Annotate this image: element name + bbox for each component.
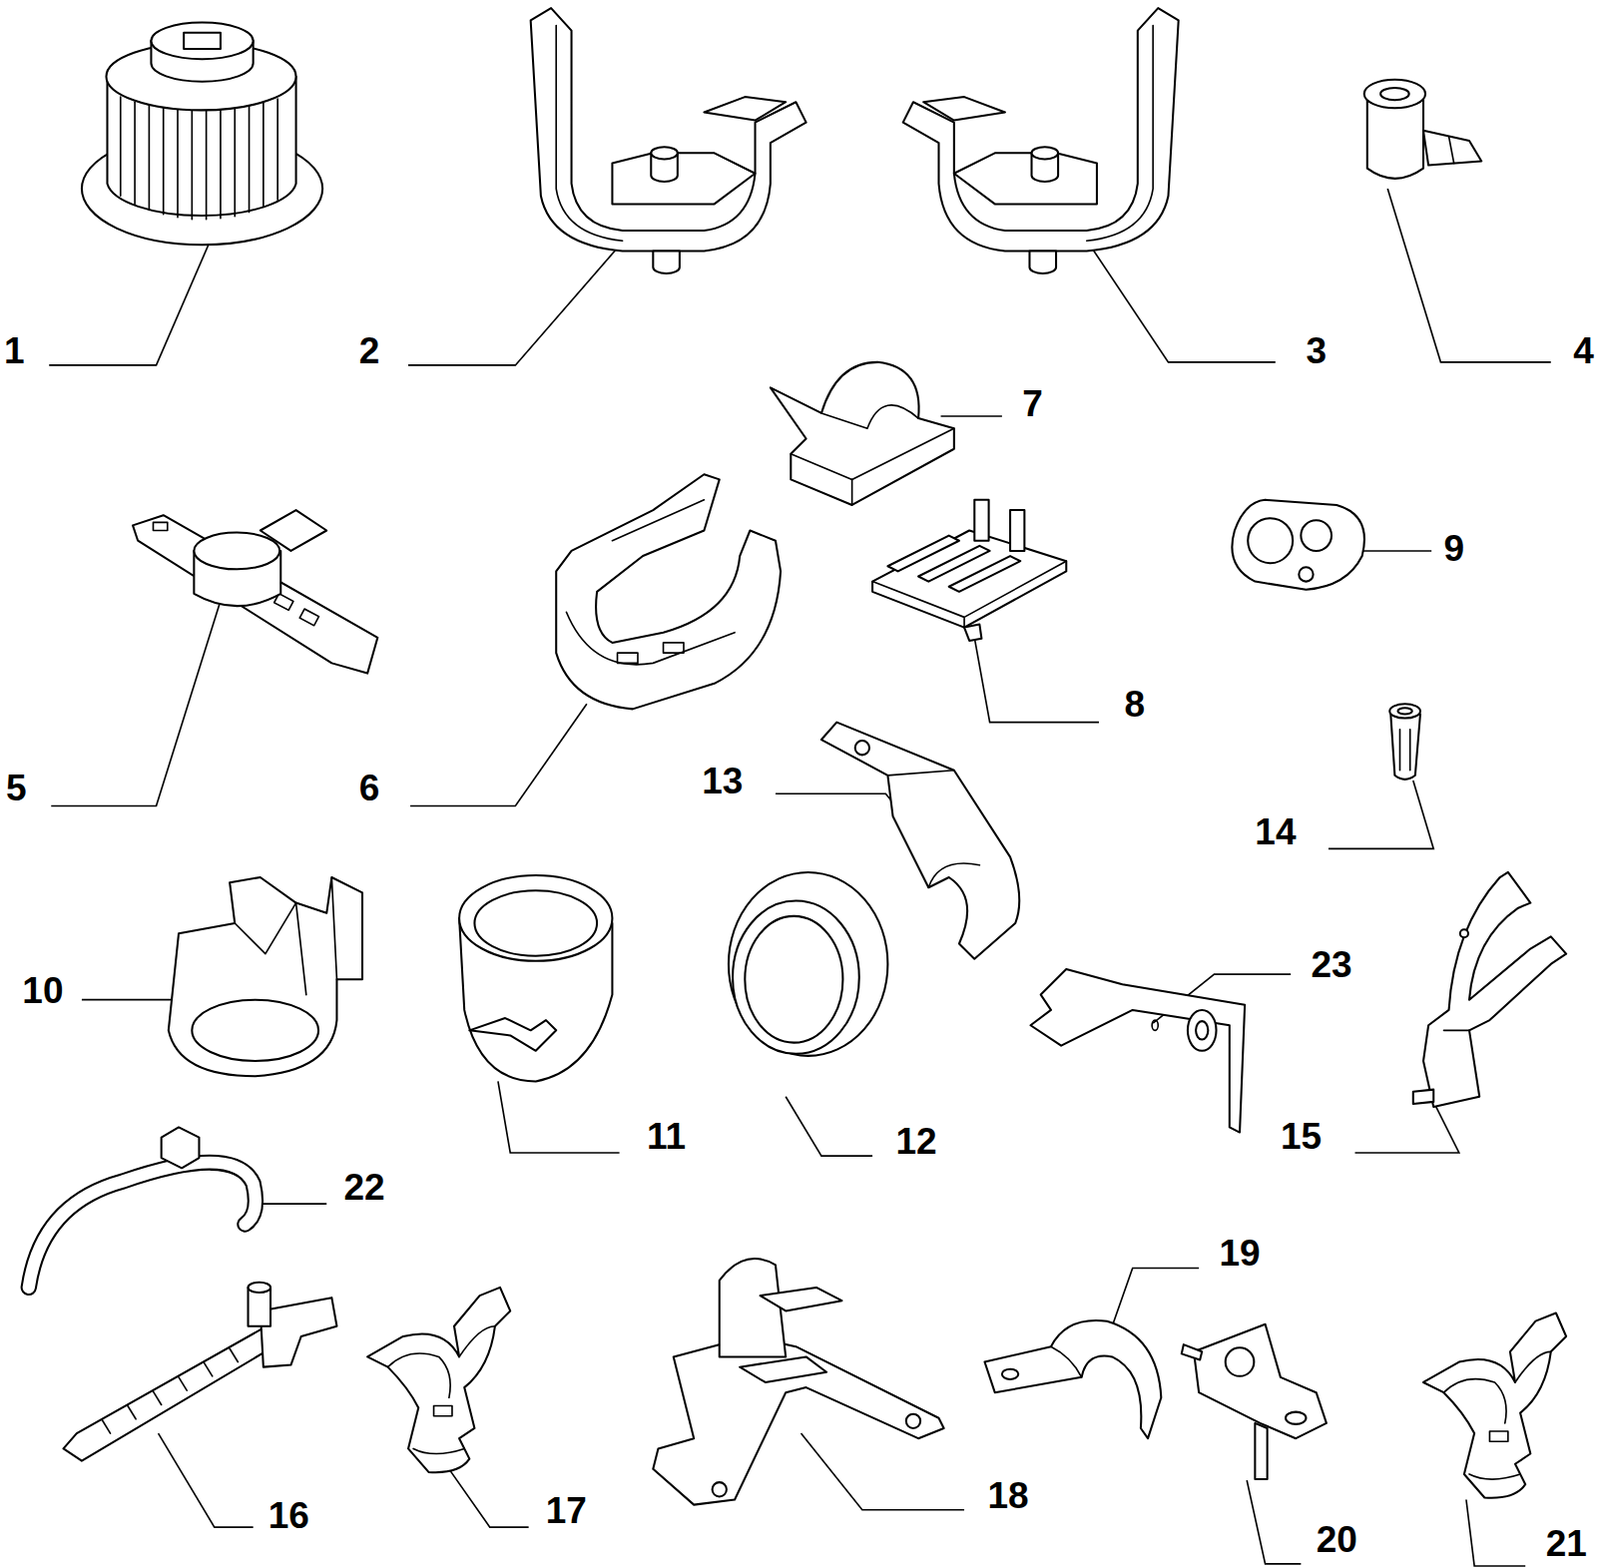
callout-number: 13 bbox=[701, 762, 743, 800]
clamp-bracket bbox=[652, 1258, 944, 1506]
angle-bracket bbox=[1030, 969, 1245, 1133]
callout-number: 4 bbox=[1573, 331, 1595, 369]
callout-number: 17 bbox=[545, 1492, 587, 1530]
plate-clip bbox=[872, 500, 1067, 641]
round-grommet bbox=[728, 872, 888, 1057]
callout-number: 15 bbox=[1280, 1116, 1322, 1154]
saddle-clip bbox=[770, 362, 955, 506]
strap bbox=[28, 1126, 256, 1287]
callout-number: 5 bbox=[5, 769, 27, 807]
callout-number: 16 bbox=[268, 1497, 310, 1535]
callout-number: 8 bbox=[1124, 685, 1146, 723]
callout-number: 6 bbox=[359, 769, 381, 807]
callout-number: 19 bbox=[1219, 1234, 1261, 1272]
holder-part bbox=[531, 7, 807, 274]
cradle-clip bbox=[555, 474, 781, 709]
callout-number: 9 bbox=[1444, 529, 1466, 566]
strap-bracket bbox=[821, 722, 1020, 960]
pin-clip bbox=[1364, 79, 1483, 179]
gear-part bbox=[81, 21, 323, 245]
callout-number: 22 bbox=[343, 1167, 385, 1205]
callout-number: 11 bbox=[646, 1116, 686, 1154]
strip-clip bbox=[132, 510, 378, 674]
callout-number: 1 bbox=[3, 331, 25, 369]
callout-number: 10 bbox=[21, 971, 63, 1009]
callout-number: 23 bbox=[1311, 946, 1353, 984]
callout-number: 7 bbox=[1022, 384, 1044, 422]
stud-plate bbox=[1181, 1324, 1327, 1480]
callout-number: 18 bbox=[987, 1476, 1029, 1514]
callout-number: 12 bbox=[895, 1121, 937, 1159]
callout-number: 3 bbox=[1305, 331, 1327, 369]
double-clip bbox=[367, 1287, 511, 1473]
ring-clip bbox=[168, 877, 363, 1076]
callout-number: 14 bbox=[1254, 813, 1296, 851]
fork-clip bbox=[1413, 872, 1567, 1107]
half-clamp bbox=[985, 1320, 1162, 1439]
grommet bbox=[1231, 500, 1365, 590]
leader-lines bbox=[48, 188, 1552, 1567]
callout-number: 2 bbox=[359, 331, 381, 369]
ring-clip bbox=[459, 875, 612, 1081]
callout-number: 21 bbox=[1546, 1524, 1588, 1562]
cable-tie bbox=[63, 1282, 338, 1462]
rivet-nut bbox=[1389, 703, 1421, 780]
callout-number: 20 bbox=[1316, 1520, 1358, 1558]
